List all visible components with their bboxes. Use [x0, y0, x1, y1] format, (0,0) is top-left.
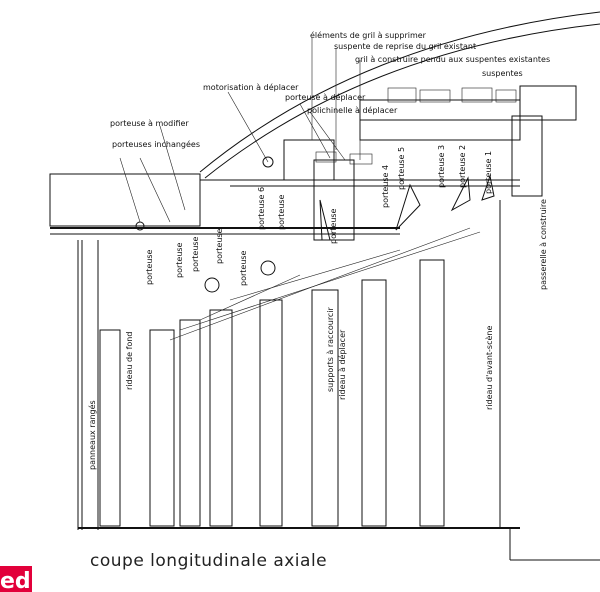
label-elements-gril: éléments de gril à supprimer	[310, 30, 427, 40]
label-porteuse-deplacer: porteuse à déplacer	[285, 92, 366, 102]
label-porteuse-a: porteuse	[145, 249, 154, 285]
label-porteuse-5: porteuse 5	[397, 147, 406, 190]
label-rideau-deplacer: rideau à déplacer	[337, 329, 347, 400]
label-porteuse-modifier: porteuse à modifier	[110, 119, 189, 128]
label-porteuse-c: porteuse	[191, 236, 200, 272]
left-block	[49, 173, 201, 227]
label-rideau-fond: rideau de fond	[125, 332, 134, 390]
label-porteuse-1: porteuse 1	[484, 151, 493, 194]
gril-tower	[313, 159, 355, 241]
label-porteuse-2: porteuse 2	[458, 145, 467, 188]
label-passerelle: passerelle à construire	[539, 199, 548, 290]
label-suspente-reprise: suspente de reprise du gril existant	[334, 42, 476, 51]
label-porteuse-6: porteuse 6	[257, 187, 266, 230]
stage-pillars	[99, 259, 445, 527]
gear-blocks	[315, 87, 517, 165]
roof-arc-inner	[204, 23, 600, 179]
gril-box-right-2	[511, 115, 543, 197]
leader-lines	[119, 38, 361, 223]
label-porteuse-e: porteuse	[239, 250, 248, 286]
label-porteuses-inchangees: porteuses inchangées	[112, 139, 200, 149]
label-polichinelle: polichinelle à déplacer	[307, 105, 398, 115]
roof-arc-outer	[199, 11, 600, 173]
drawing-title: coupe longitudinale axiale	[90, 551, 327, 571]
rigging-diagonals	[169, 227, 481, 341]
label-porteuse-f: porteuse	[277, 194, 286, 230]
label-porteuse-4: porteuse 4	[381, 165, 390, 208]
brand-logo-text: ed	[0, 569, 31, 592]
label-porteuse-g: porteuse	[329, 208, 338, 244]
brand-badge	[0, 566, 32, 592]
label-supports-raccourcir: supports à raccourcir	[326, 306, 335, 392]
label-porteuse-3: porteuse 3	[437, 145, 446, 188]
label-motorisation: motorisation à déplacer	[203, 82, 299, 92]
label-suspentes: suspentes	[482, 69, 523, 78]
gril-box-right	[519, 85, 577, 121]
label-porteuse-b: porteuse	[175, 242, 184, 278]
label-gril-construire: gril à construire pendu aux suspentes ex…	[355, 55, 550, 64]
label-panneaux-ranges: panneaux rangés	[87, 400, 97, 470]
label-rideau-avant-scene: rideau d'avant-scène	[484, 326, 494, 410]
label-porteuse-d: porteuse	[215, 228, 224, 264]
battens	[135, 156, 495, 293]
